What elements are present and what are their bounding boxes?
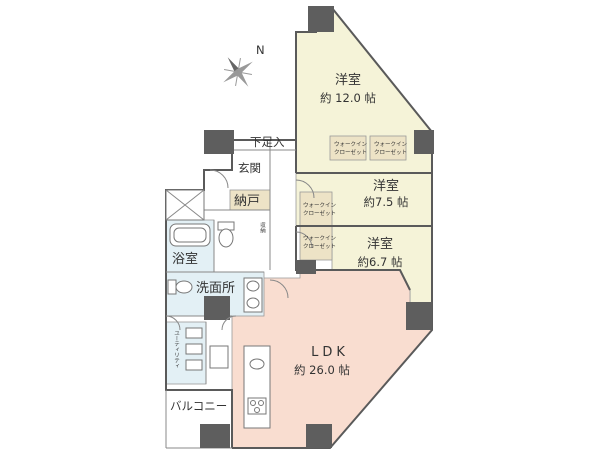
door-swing-icon [165, 315, 181, 331]
sink-icon [243, 277, 263, 313]
wic-label-top1-line2: クローゼット [334, 148, 367, 156]
bedroom-7-area: 約7.5 帖 [364, 195, 409, 209]
pillar [204, 130, 234, 154]
ldk-area: 約 26.0 帖 [294, 363, 350, 377]
fridge [209, 345, 229, 369]
toilet-icon [217, 221, 235, 248]
shower-area [165, 189, 205, 221]
wic-label-bed3-line1: ウォークイン [303, 234, 337, 242]
storage-label: 納戸 [234, 194, 260, 209]
toilet-icon [167, 279, 193, 295]
utility-label: ユーティリティ [173, 330, 180, 369]
pillar [204, 296, 230, 320]
wic-label-top2-line1: ウォークイン [374, 140, 408, 148]
wic-label-bed3-line2: クローゼット [303, 242, 336, 250]
shoe-closet-label: 下足入 [250, 135, 285, 149]
compass-label: N [256, 43, 265, 57]
door-swing-icon [221, 315, 237, 331]
pillar [406, 302, 432, 330]
kitchen-counter [243, 345, 271, 429]
stove-icon [247, 397, 267, 415]
utility-shelves [185, 327, 203, 371]
closet-top1-fill [329, 135, 367, 161]
wic-label-bed2-line1: ウォークイン [303, 201, 337, 209]
pillar [296, 260, 316, 274]
door-swing-icon [209, 169, 229, 189]
door-swing-icon [295, 231, 313, 249]
pillar [200, 424, 230, 448]
bedroom-12-area: 約 12.0 帖 [320, 91, 376, 105]
closet-bed2-fill [299, 191, 333, 227]
bathtub-icon [169, 223, 211, 247]
bedroom-6-area: 約6.7 帖 [358, 255, 403, 269]
washroom-label: 洗面所 [196, 281, 235, 296]
bedroom-7-name: 洋室 [373, 178, 399, 194]
bedroom-12-name: 洋室 [335, 72, 361, 88]
wall-bed3-ldk [295, 226, 411, 291]
entrance-label: 玄関 [238, 161, 261, 175]
ldk-name: LDK [311, 345, 349, 360]
pillar [414, 130, 434, 154]
closet-bed3-fill [299, 225, 333, 261]
closet-top2-fill [369, 135, 407, 161]
compass-icon [223, 57, 253, 87]
bedroom-6-name: 洋室 [367, 236, 393, 252]
wic-label-top2-line2: クローゼット [374, 148, 407, 156]
bathroom-label: 浴室 [172, 251, 198, 267]
wic-label-top1-line1: ウォークイン [334, 140, 368, 148]
shelf-label: 収納 [259, 222, 266, 235]
pillar [308, 6, 334, 32]
balcony-label: バルコニー [170, 399, 227, 413]
pillar [306, 424, 332, 448]
door-swing-icon [295, 179, 315, 199]
wic-label-bed2-line2: クローゼット [303, 209, 336, 217]
door-swing-icon [269, 279, 289, 299]
